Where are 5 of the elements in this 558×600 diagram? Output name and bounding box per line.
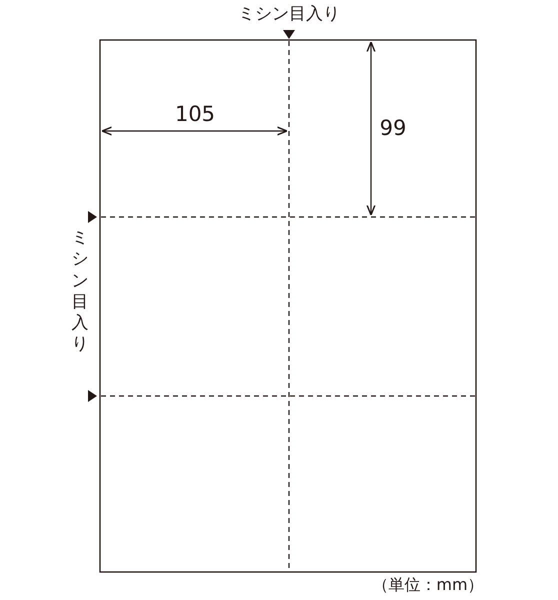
- perforation-label: ミシン目入り: [72, 228, 88, 356]
- dimension-label: 99: [380, 118, 406, 139]
- dimension-label: 105: [174, 104, 216, 125]
- unit-note: （単位：mm）: [372, 577, 484, 593]
- perforation-label: ミシン目入り: [238, 6, 340, 23]
